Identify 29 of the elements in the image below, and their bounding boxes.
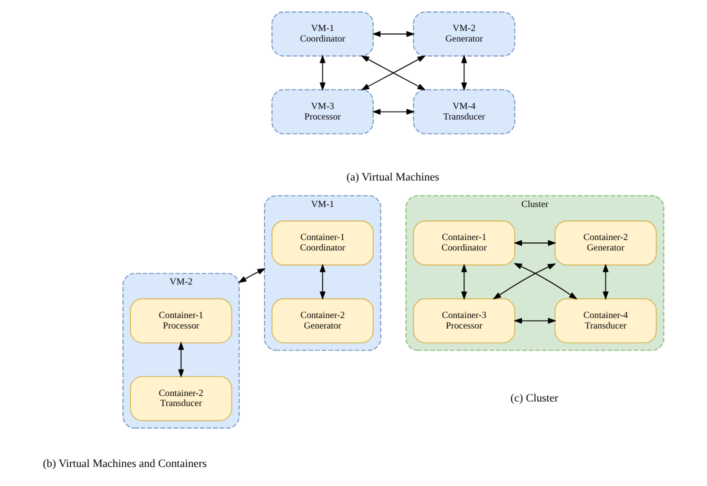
node-box: Container-1 Coordinator — [412, 220, 515, 266]
node-box: Container-4 Transducer — [554, 298, 656, 344]
label: (b) Virtual Machines and Containers — [42, 458, 206, 470]
arrow — [319, 264, 326, 300]
node-box: Container-2 Generator — [554, 220, 656, 266]
arrow — [319, 54, 326, 91]
arrow — [492, 263, 556, 300]
node-box: Container-2 Generator — [271, 298, 374, 344]
node-box: Container-2 Transducer — [130, 376, 232, 422]
label: (a) Virtual Machines — [346, 171, 439, 184]
node-box: Container-3 Processor — [412, 298, 515, 344]
node-box: VM-4 Transducer — [412, 89, 515, 134]
node-box: VM-3 Processor — [271, 89, 374, 134]
node-box: Container-1 Coordinator — [271, 220, 374, 266]
arrow — [178, 341, 184, 378]
arrow — [237, 268, 266, 284]
label: (c) Cluster — [510, 392, 558, 404]
arrow — [513, 262, 577, 300]
arrow — [602, 264, 608, 300]
node-box: VM-1 Coordinator — [271, 12, 374, 56]
node-box: VM-2 Generator — [412, 12, 515, 56]
arrow — [360, 55, 426, 90]
arrow — [372, 108, 414, 115]
arrow — [460, 54, 467, 91]
arrow — [513, 318, 556, 324]
arrow — [513, 240, 556, 246]
node-box: Container-1 Processor — [130, 298, 232, 344]
arrow — [372, 31, 414, 37]
arrow — [460, 264, 467, 300]
